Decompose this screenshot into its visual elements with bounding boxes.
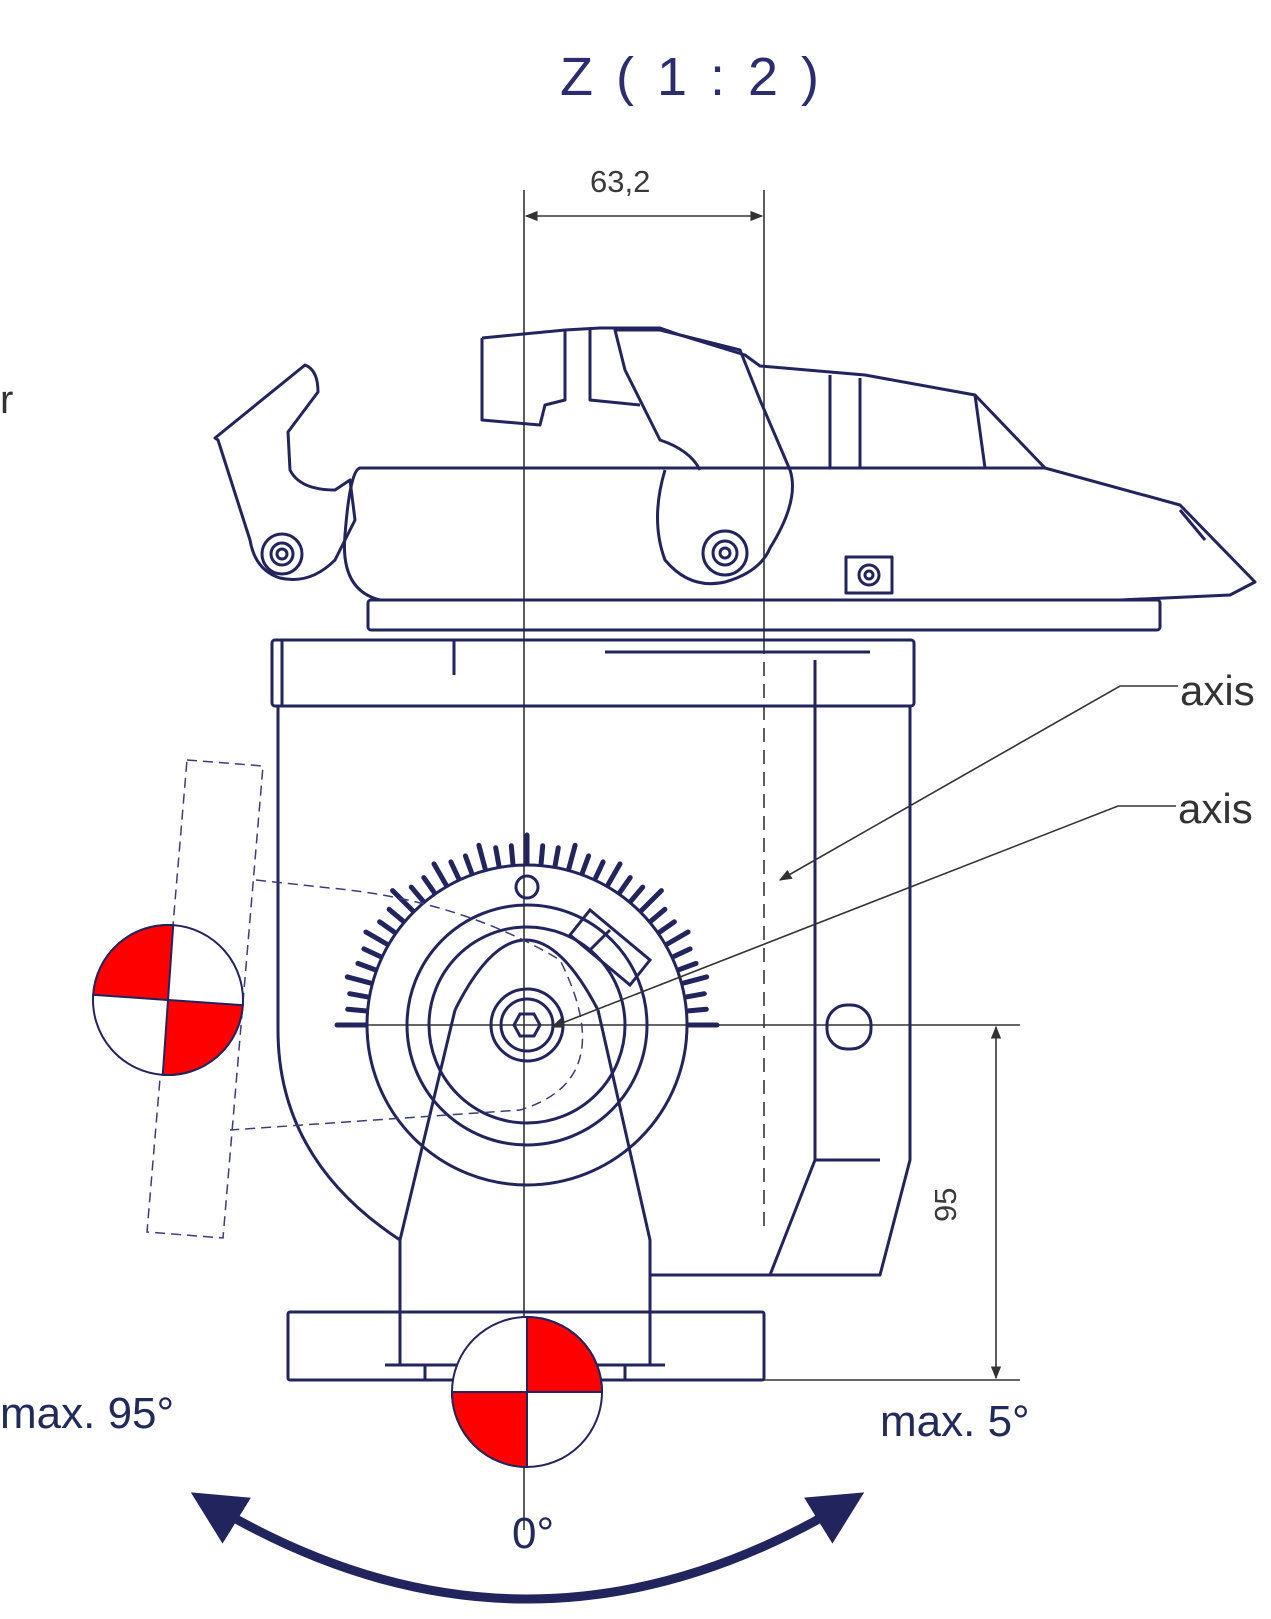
upper-mechanism bbox=[213, 326, 1257, 632]
dial-tick bbox=[671, 946, 693, 959]
dimension-width-label: 63,2 bbox=[590, 164, 651, 199]
dial-tick bbox=[344, 974, 373, 986]
left-cut-label: r bbox=[0, 378, 14, 422]
view-title: Z ( 1 : 2 ) bbox=[560, 47, 824, 107]
dial-tick bbox=[593, 859, 606, 881]
dial-tick bbox=[431, 861, 449, 888]
cog-marker-left bbox=[92, 924, 244, 1076]
dial-tick bbox=[566, 842, 578, 871]
dial-tick bbox=[648, 906, 668, 924]
dial-tick bbox=[421, 875, 437, 895]
dial-tick bbox=[347, 991, 370, 1000]
dial-tick bbox=[462, 853, 475, 876]
dial-tick bbox=[448, 859, 461, 881]
dial-tick bbox=[685, 1006, 709, 1014]
dial-tick bbox=[552, 845, 561, 868]
dial-tick bbox=[476, 842, 488, 871]
dial-tick bbox=[355, 960, 378, 973]
dial-tick bbox=[361, 946, 383, 959]
dial-tick bbox=[657, 919, 677, 935]
dial-tick bbox=[639, 888, 664, 913]
dial-tick bbox=[628, 884, 646, 904]
axis-leaders bbox=[550, 685, 1178, 1028]
max-right-angle-label: max. 5° bbox=[880, 1397, 1030, 1446]
dial-tick bbox=[617, 875, 633, 895]
dial-tick bbox=[377, 919, 397, 935]
dial-tick bbox=[493, 845, 502, 868]
axis-label-2: axis bbox=[1178, 785, 1253, 832]
max-left-angle-label: max. 95° bbox=[0, 1389, 175, 1438]
zero-angle-label: 0° bbox=[512, 1509, 555, 1558]
dial-tick bbox=[579, 853, 592, 876]
dial-tick bbox=[684, 991, 707, 1000]
dial-tick bbox=[386, 906, 406, 924]
dial-tick bbox=[508, 843, 516, 867]
dial-tick bbox=[363, 929, 390, 947]
dial-tick bbox=[538, 843, 546, 867]
dial-tick bbox=[345, 1006, 369, 1014]
dimension-height-label: 95 bbox=[928, 1187, 963, 1222]
centerlines bbox=[340, 190, 1020, 1530]
swing-arc-arrow bbox=[190, 1492, 865, 1604]
dial-tick bbox=[676, 960, 699, 973]
dial-tick bbox=[408, 884, 426, 904]
dial-tick bbox=[681, 974, 710, 986]
dial-tick bbox=[664, 929, 691, 947]
dial-tick bbox=[605, 861, 623, 888]
axis-label-1: axis bbox=[1180, 667, 1255, 714]
dial-tick bbox=[390, 888, 415, 913]
dial-ticks bbox=[334, 832, 720, 1028]
cog-marker-bottom bbox=[450, 1315, 604, 1469]
